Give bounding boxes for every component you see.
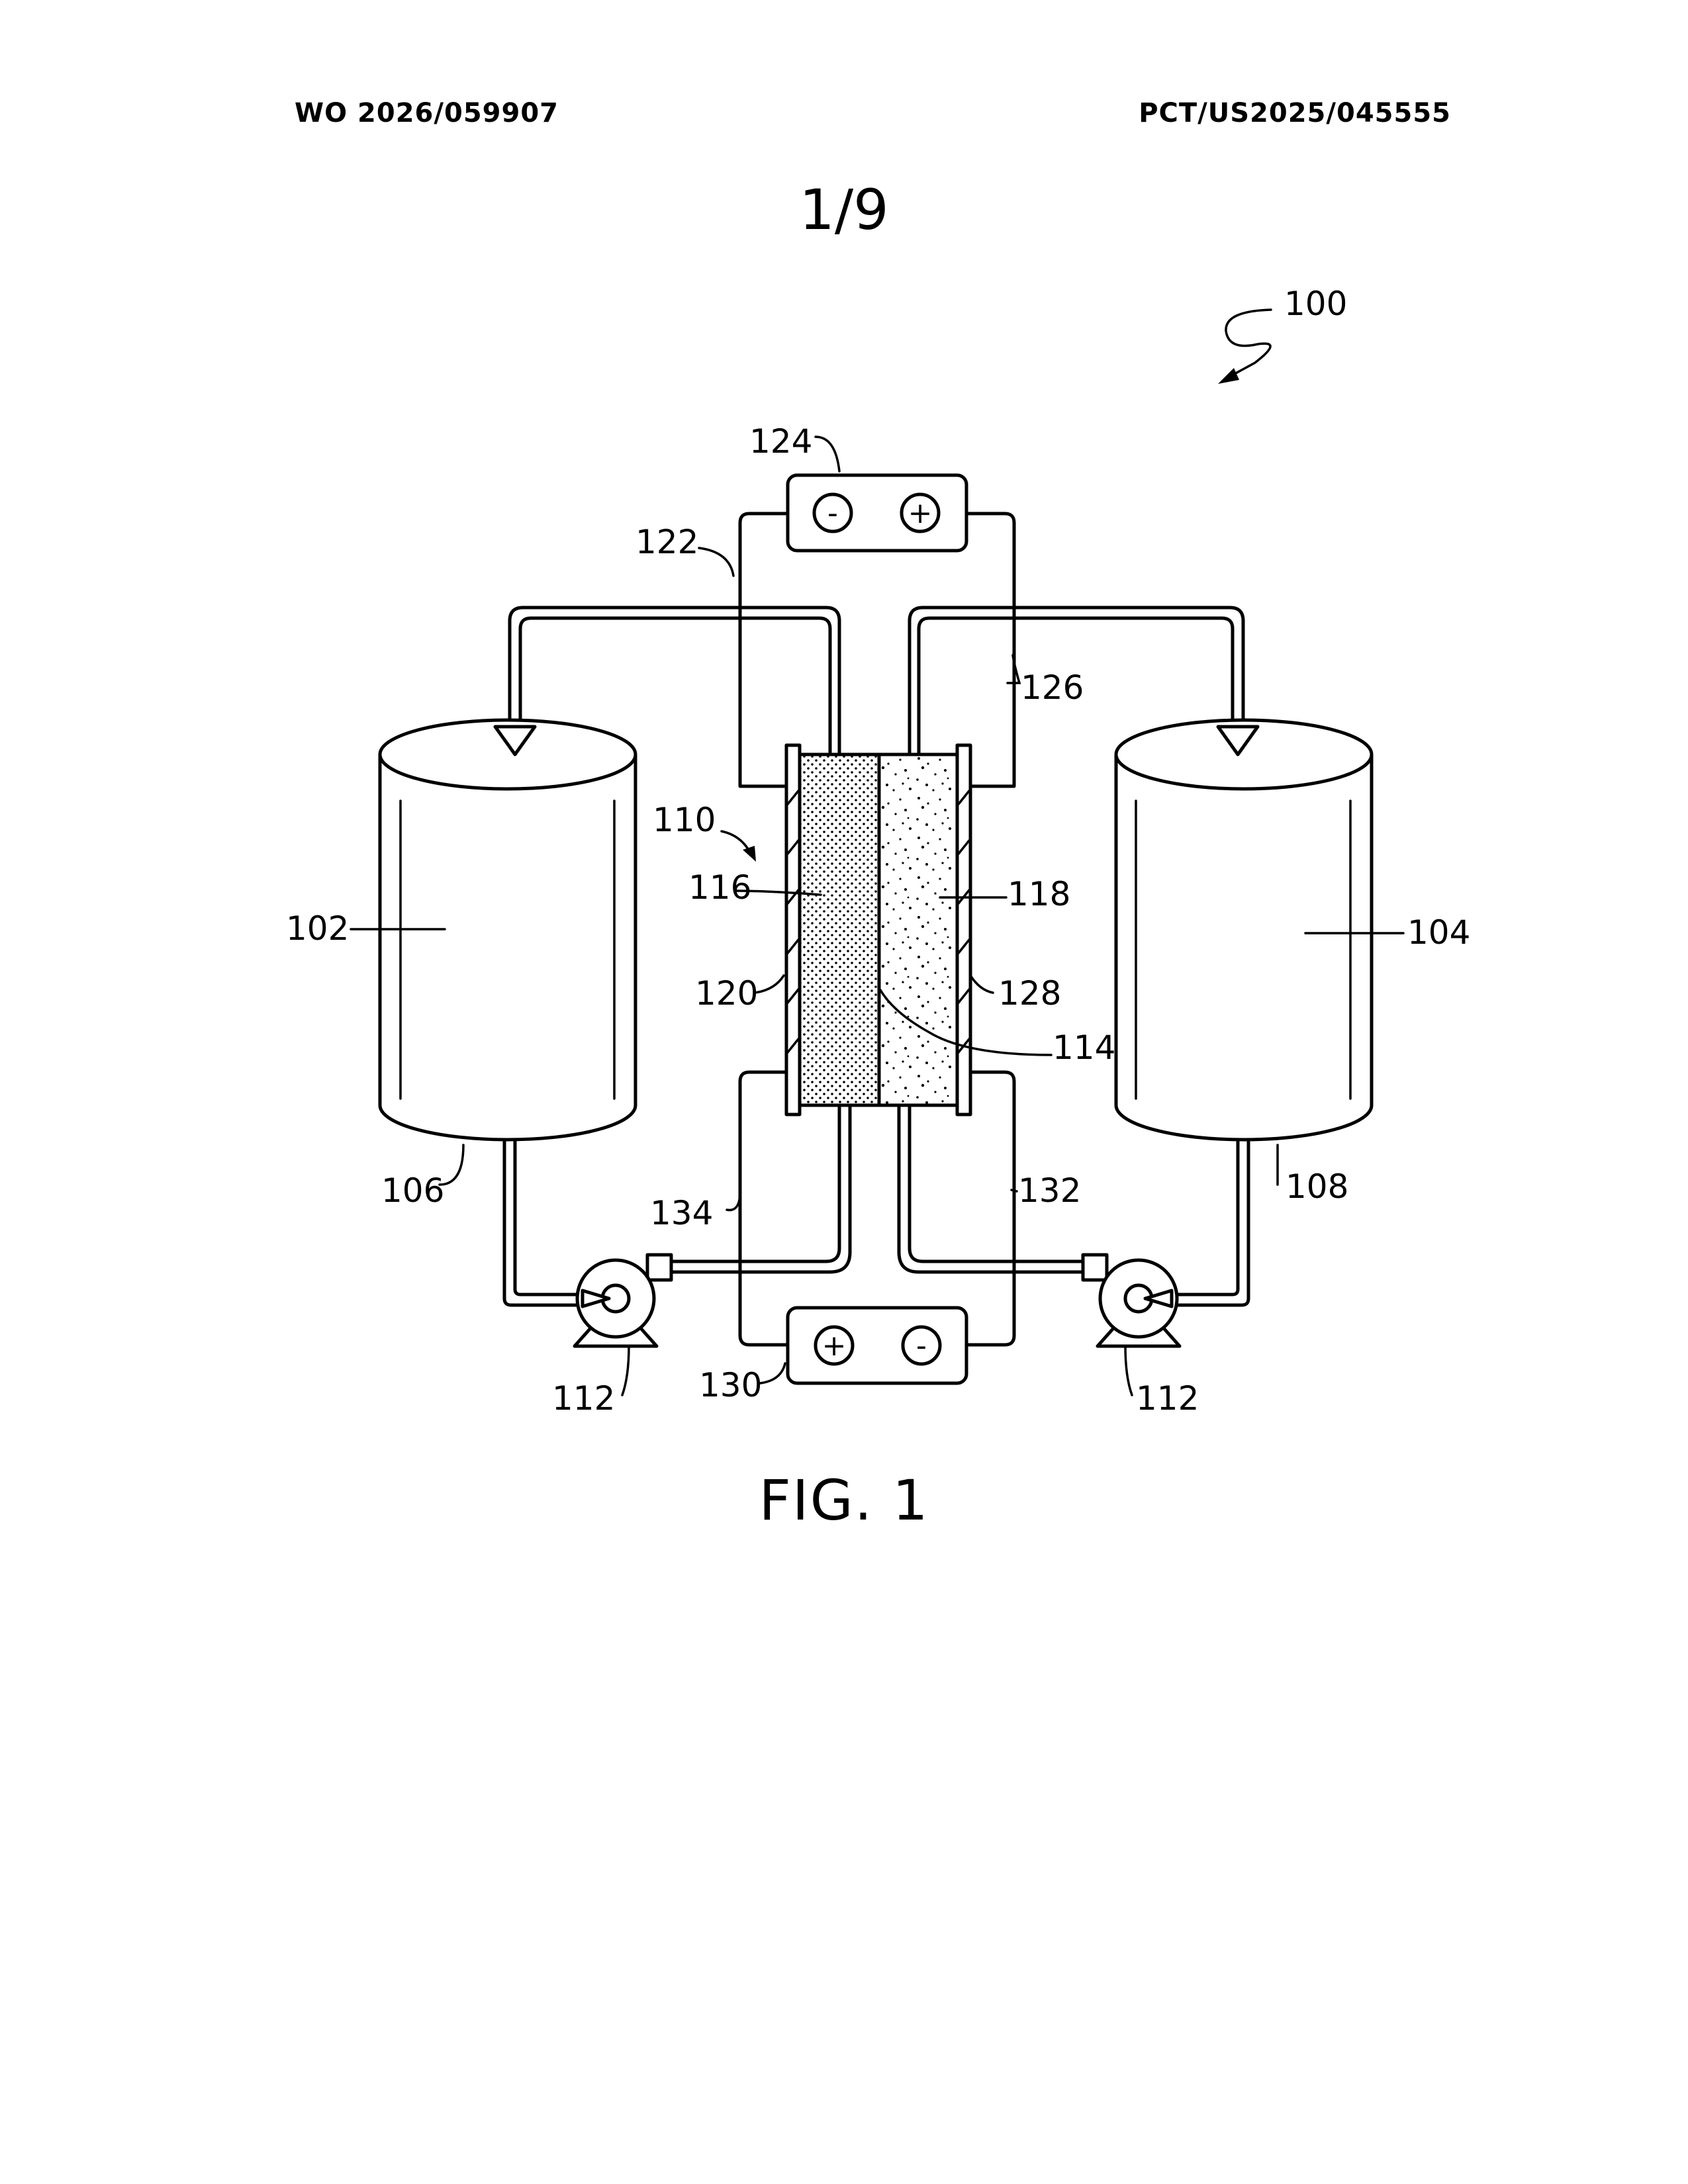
label-118: 118 [1008, 875, 1070, 913]
wire-122 [740, 514, 788, 786]
terminal-sign-bottom-right: - [916, 1329, 927, 1363]
half-cell-116 [800, 754, 879, 1105]
label-116: 116 [688, 868, 751, 907]
wire-132 [966, 1072, 1014, 1345]
label-110: 110 [653, 801, 716, 839]
label-126: 126 [1021, 668, 1084, 707]
label-122: 122 [635, 523, 698, 561]
label-106: 106 [381, 1171, 444, 1210]
pump-left [575, 1255, 671, 1346]
label-128: 128 [998, 974, 1061, 1013]
label-134: 134 [650, 1194, 713, 1232]
arrow-icon [1218, 368, 1239, 384]
pump-right [1083, 1255, 1180, 1346]
tank-104 [1116, 720, 1372, 1140]
label-132: 132 [1018, 1171, 1081, 1210]
label-124: 124 [749, 422, 812, 461]
electrode-128 [957, 745, 970, 1115]
label-100: 100 [1284, 285, 1347, 323]
label-114: 114 [1053, 1028, 1115, 1067]
cell-110 [786, 745, 970, 1115]
label-102: 102 [286, 909, 349, 948]
terminal-sign-top-left: - [827, 496, 838, 530]
label-108: 108 [1286, 1167, 1348, 1206]
figure-label: FIG. 1 [0, 1468, 1688, 1533]
terminal-sign-bottom-left: + [822, 1329, 847, 1363]
power-source-bottom: + - [788, 1308, 966, 1383]
system-leader [1226, 310, 1271, 379]
label-104: 104 [1407, 913, 1470, 952]
power-source-top: - + [788, 475, 966, 551]
terminal-sign-top-right: + [908, 496, 933, 530]
label-130: 130 [699, 1366, 762, 1404]
label-120: 120 [695, 974, 758, 1013]
half-cell-118 [879, 754, 957, 1105]
electrode-120 [786, 745, 800, 1115]
label-112-left: 112 [552, 1379, 615, 1418]
label-112-right: 112 [1136, 1379, 1199, 1418]
wire-134 [740, 1072, 788, 1345]
wire-126 [966, 514, 1014, 786]
